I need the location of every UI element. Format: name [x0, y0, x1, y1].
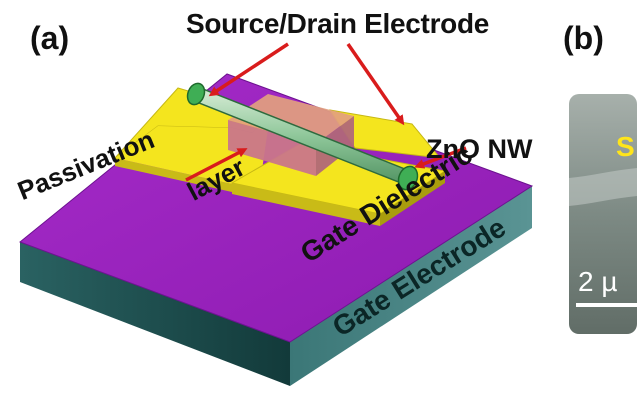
zno-nw-label: ZnO NW	[426, 134, 533, 164]
sem-letter-label: S	[616, 131, 635, 162]
arrow-to-passivation	[185, 148, 248, 182]
sem-image	[569, 94, 637, 334]
sem-scale-label: 2 µ	[578, 266, 618, 297]
panel-b-label: (b)	[563, 20, 604, 56]
source-drain-label: Source/Drain Electrode	[186, 8, 490, 39]
arrow-to-drain	[346, 43, 405, 126]
panel-a-label: (a)	[30, 20, 70, 56]
annotation-arrows	[185, 42, 467, 182]
arrow-to-source	[208, 42, 289, 97]
gate-electrode-block	[20, 186, 532, 386]
arrow-to-nanowire	[414, 146, 467, 169]
zno-nanowire	[186, 82, 419, 191]
